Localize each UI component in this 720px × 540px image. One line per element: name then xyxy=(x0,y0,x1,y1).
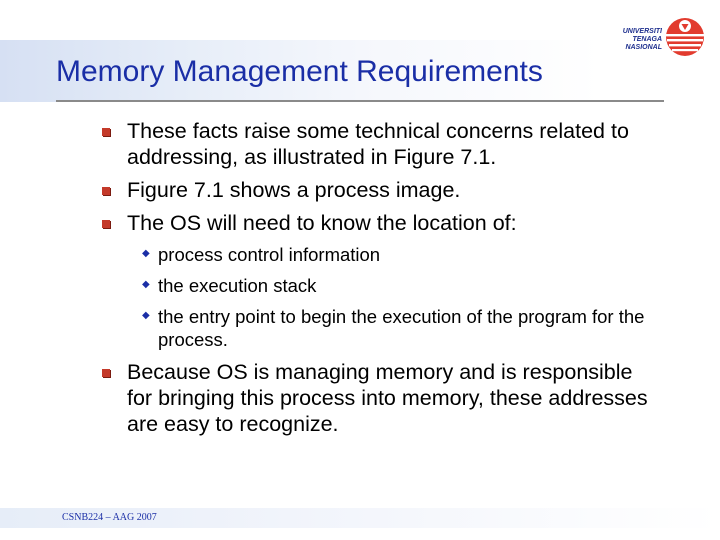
logo-line-3: NASIONAL xyxy=(625,44,662,51)
title-band xyxy=(0,40,600,102)
bullet-text: Figure 7.1 shows a process image. xyxy=(127,178,461,202)
bullet-item: Because OS is managing memory and is res… xyxy=(98,359,658,437)
bullet-text: Because OS is managing memory and is res… xyxy=(127,360,648,436)
bullet-item: Figure 7.1 shows a process image. xyxy=(98,177,658,203)
slide-footer: CSNB224 – AAG 2007 xyxy=(62,512,157,523)
logo-wordmark: UNIVERSITI TENAGA NASIONAL xyxy=(600,28,662,52)
sub-bullet-text: the entry point to begin the execution o… xyxy=(158,306,645,350)
sub-bullet-item: ◆ the entry point to begin the execution… xyxy=(142,305,658,351)
diamond-bullet-icon: ◆ xyxy=(142,248,150,259)
logo-line-2: TENAGA xyxy=(632,36,662,43)
slide-body: These facts raise some technical concern… xyxy=(98,118,658,444)
slide-title: Memory Management Requirements xyxy=(56,55,543,88)
square-bullet-icon xyxy=(102,187,110,195)
square-bullet-icon xyxy=(102,369,110,377)
sub-bullet-item: ◆ process control information xyxy=(142,243,658,266)
square-bullet-icon xyxy=(102,128,110,136)
sub-bullet-text: process control information xyxy=(158,244,381,265)
sub-bullet-text: the execution stack xyxy=(158,275,317,296)
university-logo: UNIVERSITI TENAGA NASIONAL xyxy=(600,12,710,64)
logo-line-1: UNIVERSITI xyxy=(622,28,662,35)
diamond-bullet-icon: ◆ xyxy=(142,279,150,290)
bullet-item: The OS will need to know the location of… xyxy=(98,210,658,236)
diamond-bullet-icon: ◆ xyxy=(142,310,150,321)
university-logo-icon xyxy=(666,18,704,56)
bullet-text: These facts raise some technical concern… xyxy=(127,119,629,169)
bullet-item: These facts raise some technical concern… xyxy=(98,118,658,170)
footer-band xyxy=(0,508,720,528)
title-divider xyxy=(56,100,664,102)
sub-bullet-item: ◆ the execution stack xyxy=(142,274,658,297)
square-bullet-icon xyxy=(102,220,110,228)
bullet-text: The OS will need to know the location of… xyxy=(127,211,517,235)
